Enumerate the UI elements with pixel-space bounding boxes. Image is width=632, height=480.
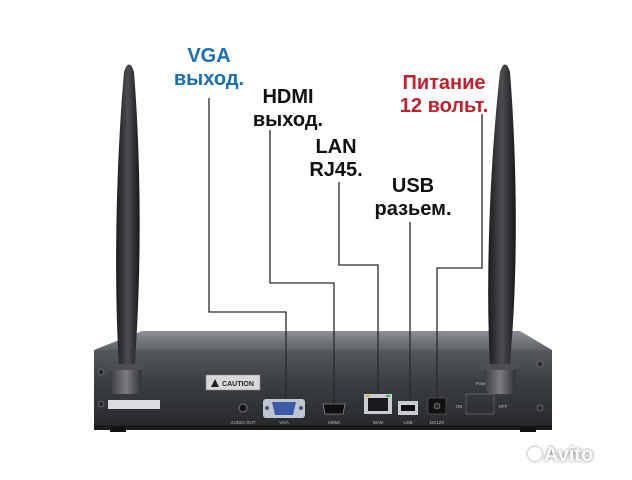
lan-port-icon	[368, 398, 388, 411]
lan-led	[366, 395, 370, 397]
hdmi-callout: HDMI выход.	[243, 86, 333, 132]
vga-port-icon	[272, 402, 296, 415]
vga-leader-line	[208, 98, 287, 398]
antenna-left-icon	[108, 64, 144, 394]
usb-port-icon	[401, 405, 415, 411]
device-foot-left	[110, 427, 126, 432]
vga-callout-title: VGA	[187, 45, 231, 67]
callout-lines	[208, 98, 483, 404]
vga-callout: VGA выход.	[168, 45, 250, 91]
power-leader-line	[436, 114, 483, 398]
dc-port-label: DC12V	[430, 420, 445, 425]
screw-icon	[97, 368, 105, 376]
avito-logo-icon	[528, 447, 542, 461]
usb-callout-subtitle: разьем.	[374, 198, 452, 220]
usb-callout: USB разьем.	[368, 175, 458, 221]
audio-jack	[238, 403, 248, 413]
lan-led	[386, 395, 390, 397]
avito-watermark: Avito	[544, 444, 594, 466]
device-top-surface	[94, 331, 552, 350]
hdmi-callout-subtitle: выход.	[252, 109, 324, 131]
warning-icon	[211, 379, 219, 387]
caution-text: CAUTION	[222, 381, 254, 388]
caution-label	[205, 374, 261, 391]
vga-port-label: VGA	[279, 420, 289, 425]
power-callout-title: Питание	[402, 72, 486, 94]
vga-screw	[265, 406, 269, 410]
antenna-right-icon	[482, 64, 518, 394]
screw-icon	[536, 404, 544, 412]
power-callout: Питание 12 вольт.	[392, 72, 496, 118]
power-callout-subtitle: 12 вольт.	[399, 95, 489, 117]
device-bottom-edge	[94, 425, 552, 430]
device-back-panel	[94, 350, 552, 428]
screw-icon	[97, 400, 105, 408]
switch-off-label: OFF	[499, 404, 508, 409]
serial-sticker	[108, 400, 160, 409]
dc-jack-pin	[433, 402, 441, 410]
power-label: Power	[476, 381, 489, 386]
hdmi-port-label: HDMI	[328, 420, 340, 425]
switch-on-label: ON	[456, 404, 463, 409]
lan-leader-line	[338, 182, 379, 394]
lan-callout-subtitle: RJ45.	[309, 159, 363, 181]
vga-callout-subtitle: выход.	[173, 68, 245, 90]
lan-callout: LAN RJ45.	[300, 136, 372, 182]
hdmi-leader-line	[269, 130, 335, 404]
lan-port-label: WAN	[373, 420, 383, 425]
device-foot-right	[520, 427, 536, 432]
power-switch-area	[465, 393, 495, 415]
screw-icon	[536, 360, 544, 368]
usb-port-label: USB	[403, 420, 412, 425]
vga-screw	[299, 406, 303, 410]
lan-callout-title: LAN	[315, 136, 357, 158]
audio-port-label: AUDIO OUT	[230, 420, 255, 425]
hdmi-callout-title: HDMI	[262, 86, 314, 108]
usb-callout-title: USB	[391, 175, 435, 197]
hdmi-port-icon	[322, 403, 346, 415]
